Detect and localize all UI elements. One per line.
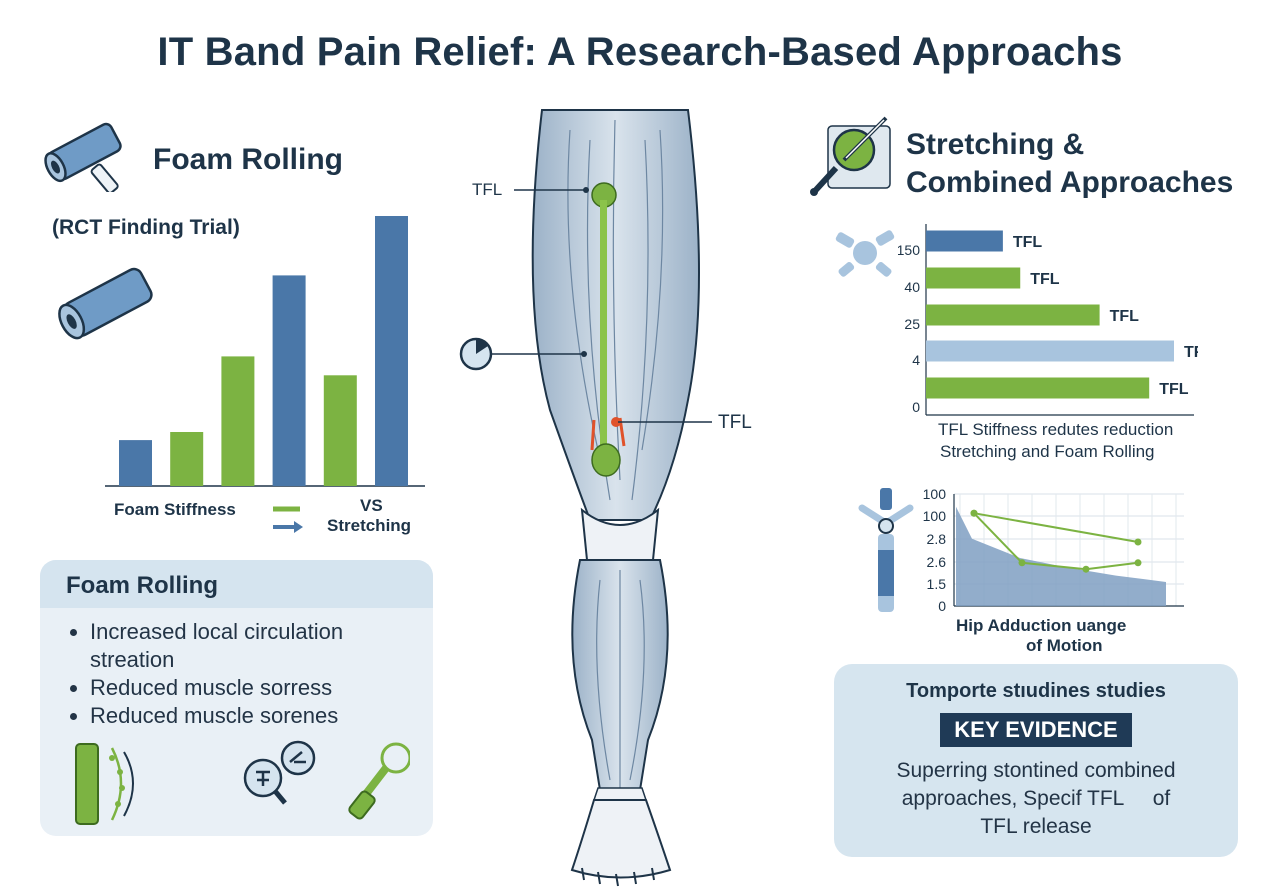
molecule-icon bbox=[835, 230, 895, 277]
roller-stick-icon bbox=[348, 742, 410, 820]
syringe-icon bbox=[858, 488, 914, 612]
legend-arrow-icon bbox=[294, 521, 303, 533]
legend-foam-stiffness: Foam Stiffness bbox=[114, 500, 236, 519]
line-series-2 bbox=[973, 512, 1139, 543]
evidence-text: Superring stontined combined approaches,… bbox=[834, 757, 1238, 841]
line-tick-3: 2.6 bbox=[927, 554, 947, 570]
foam-roller-icon-2 bbox=[58, 267, 153, 340]
hbar-tick-0: 150 bbox=[898, 242, 920, 258]
key-evidence-badge: KEY EVIDENCE bbox=[940, 713, 1132, 747]
legend-vs: VS bbox=[360, 496, 383, 515]
foam-rolling-panel: Foam Rolling Increased local circulation… bbox=[40, 560, 433, 836]
foam-rolling-bar-chart bbox=[105, 216, 425, 487]
benefit-item: Increased local circulation streation bbox=[90, 618, 433, 674]
line-tick-5: 0 bbox=[938, 598, 946, 614]
hbar-3 bbox=[926, 340, 1174, 362]
stretching-heading-line2: Combined Approaches bbox=[906, 166, 1234, 199]
tfl-leader-knee bbox=[618, 421, 712, 423]
panel-icons bbox=[75, 740, 410, 825]
hbar-4 bbox=[926, 377, 1150, 399]
hbar-label-1: TFL bbox=[1030, 271, 1060, 288]
bar-2 bbox=[221, 356, 255, 486]
stretching-heading-line1: Stretching & bbox=[906, 128, 1085, 161]
hbar-label-2: TFL bbox=[1110, 308, 1140, 325]
panel-heading: Foam Rolling bbox=[40, 560, 433, 608]
bar-0 bbox=[119, 440, 152, 486]
pain-point-marker bbox=[611, 417, 621, 427]
line-caption-line1: Hip Adduction uange bbox=[956, 616, 1127, 635]
line-point bbox=[1082, 565, 1090, 573]
line-point bbox=[1134, 559, 1142, 567]
line-tick-2: 2.8 bbox=[927, 531, 947, 547]
legend-markers bbox=[273, 506, 303, 533]
hbar-label-0: TFL bbox=[1013, 234, 1043, 251]
hbar-caption-line1: TFL Stiffness redutes reduction bbox=[938, 420, 1174, 439]
stretching-tool-icon bbox=[810, 116, 891, 196]
evidence-text-line: TFL release bbox=[980, 815, 1092, 838]
area-series bbox=[956, 506, 1166, 606]
line-caption-line2: of Motion bbox=[1026, 636, 1103, 655]
knee-insertion-highlight bbox=[591, 443, 621, 477]
evidence-text-line: approaches, Specif TFL of bbox=[901, 787, 1171, 810]
bar-5 bbox=[375, 216, 408, 486]
hbar-tick-1: 40 bbox=[904, 279, 920, 295]
evidence-text-line: Superring stontined combined bbox=[896, 759, 1176, 782]
tfl-stiffness-hbar-chart: TFL150TFL40TFL25TFL4TFL0 bbox=[898, 224, 1198, 416]
hbar-2 bbox=[926, 304, 1100, 326]
hbar-label-4: TFL bbox=[1159, 381, 1189, 398]
tfl-leader-top bbox=[514, 187, 589, 193]
it-band-highlight bbox=[600, 200, 607, 460]
line-tick-1: 100 bbox=[923, 508, 947, 524]
muscle-fiber-icon bbox=[75, 743, 134, 825]
foam-rolling-heading: Foam Rolling bbox=[153, 143, 343, 176]
key-evidence-box: Tomporte stıudines studies KEY EVIDENCE … bbox=[834, 664, 1238, 857]
hbar-caption-line2: Stretching and Foam Rolling bbox=[940, 442, 1155, 461]
bar-1 bbox=[170, 432, 204, 486]
line-series-1 bbox=[973, 512, 1139, 571]
line-point bbox=[1134, 538, 1142, 546]
line-tick-4: 1.5 bbox=[927, 576, 947, 592]
magnifier-gauge-icon bbox=[243, 740, 316, 805]
line-point bbox=[970, 509, 978, 517]
line-point bbox=[1018, 559, 1026, 567]
rct-subheading: (RCT Finding Trial) bbox=[52, 216, 240, 239]
hbar-1 bbox=[926, 267, 1021, 289]
hbar-tick-4: 0 bbox=[912, 399, 920, 415]
bar-4 bbox=[323, 375, 357, 486]
leg-anatomy-illustration bbox=[531, 109, 700, 887]
foam-roller-icon bbox=[44, 122, 122, 192]
benefit-item: Reduced muscle sorenes bbox=[90, 702, 433, 730]
line-tick-0: 100 bbox=[923, 486, 947, 502]
hbar-label-3: TFL bbox=[1184, 344, 1198, 361]
benefit-item: Reduced muscle sorress bbox=[90, 674, 433, 702]
legend-stretching: Stretching bbox=[327, 516, 412, 535]
benefit-list: Increased local circulation streation Re… bbox=[40, 618, 433, 730]
evidence-title: Tomporte stıudines studies bbox=[906, 680, 1166, 702]
hip-adduction-line-chart: 100 100 2.8 2.6 1.5 0 bbox=[923, 486, 1184, 614]
hbar-0 bbox=[926, 230, 1003, 252]
tfl-label-knee: TFL bbox=[718, 412, 752, 433]
hbar-tick-3: 4 bbox=[912, 352, 920, 368]
bar-3 bbox=[272, 275, 306, 486]
tfl-label-top: TFL bbox=[472, 180, 503, 199]
page-title: IT Band Pain Relief: A Research-Based Ap… bbox=[157, 30, 1123, 74]
hbar-tick-2: 25 bbox=[904, 316, 920, 332]
gauge-callout bbox=[459, 337, 587, 371]
foot bbox=[570, 799, 672, 879]
